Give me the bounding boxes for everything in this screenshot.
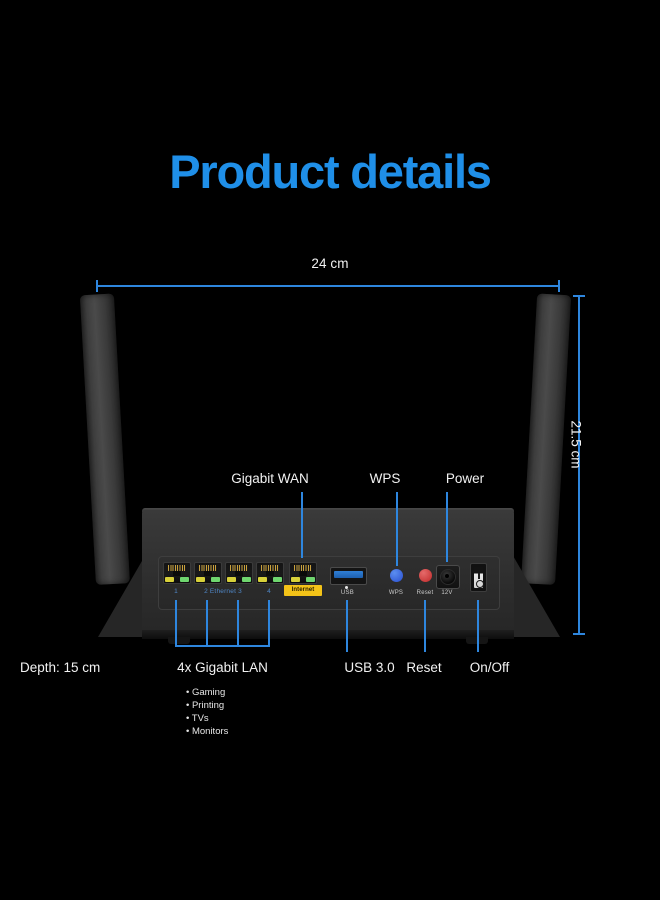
usb-3-port[interactable]: [330, 567, 367, 585]
callout-reset-label: Reset: [406, 660, 442, 675]
callout-lan-bracket: [175, 645, 270, 647]
led-green: [273, 577, 282, 582]
rj45-leds: [165, 577, 189, 582]
dc-voltage-label: 12V: [441, 590, 453, 596]
rj45-tab: [266, 571, 274, 576]
callout-onoff-line: [477, 600, 479, 652]
callout-gigabit-wan-line: [301, 492, 303, 558]
power-on-icon: [478, 573, 480, 579]
lan-port-4-number: 4: [267, 588, 271, 595]
lan-port-2[interactable]: [194, 562, 222, 584]
callout-onoff-label: On/Off: [469, 660, 510, 675]
rj45-tab: [173, 571, 181, 576]
led-yellow: [165, 577, 174, 582]
lan-port-1-number: 1: [174, 588, 178, 595]
callout-wps-line: [396, 492, 398, 566]
led-green: [242, 577, 251, 582]
page-title: Product details: [169, 145, 492, 198]
reset-silkscreen-label: Reset: [416, 590, 434, 596]
callout-lan-tick-2: [206, 600, 208, 647]
rj45-leds: [227, 577, 251, 582]
led-yellow: [291, 577, 300, 582]
wps-button[interactable]: [390, 569, 403, 582]
rj45-pins: [261, 565, 279, 571]
router-foot-left: [168, 637, 190, 644]
callout-lan-label: 4x Gigabit LAN: [177, 660, 268, 675]
rj45-leds: [291, 577, 315, 582]
led-green: [180, 577, 189, 582]
callout-usb-label: USB 3.0: [344, 660, 395, 675]
callout-lan-tick-4: [268, 600, 270, 647]
callout-lan-tick-1: [175, 600, 177, 647]
rj45-tab: [235, 571, 243, 576]
led-yellow: [227, 577, 236, 582]
width-dimension-arrow: [96, 280, 560, 292]
led-green: [211, 577, 220, 582]
router-flank-right: [512, 554, 560, 637]
router-base: [142, 630, 514, 639]
callout-reset-line: [424, 600, 426, 652]
led-yellow: [258, 577, 267, 582]
rj45-tab: [204, 571, 212, 576]
reset-button[interactable]: [419, 569, 432, 582]
ethernet-silkscreen-label: 2 Ethernet 3: [204, 588, 242, 595]
rj45-pins: [199, 565, 217, 571]
led-yellow: [196, 577, 205, 582]
list-item: • Printing: [186, 700, 225, 711]
height-dimension-arrow: [573, 295, 585, 635]
lan-port-4[interactable]: [256, 562, 284, 584]
wan-internet-port[interactable]: [289, 562, 317, 584]
router-flank-left: [98, 554, 146, 637]
usb-silkscreen-label: USB: [340, 590, 355, 596]
power-off-icon: [475, 580, 484, 588]
height-dimension-label: 21.5 cm: [568, 420, 584, 469]
rj45-leds: [196, 577, 220, 582]
antenna-left: [79, 293, 130, 585]
callout-power-label: Power: [445, 471, 485, 486]
rj45-pins: [230, 565, 248, 571]
list-item: • Monitors: [186, 726, 229, 737]
depth-label: Depth: 15 cm: [20, 660, 101, 675]
lan-use-case-list: • Gaming • Printing • TVs • Monitors: [186, 686, 346, 738]
callout-power-line: [446, 492, 448, 562]
dc-jack-pin: [445, 574, 449, 578]
rj45-leds: [258, 577, 282, 582]
width-dimension-label: 24 cm: [311, 256, 349, 271]
lan-port-3[interactable]: [225, 562, 253, 584]
usb-blue-insert: [334, 571, 363, 578]
rj45-pins: [168, 565, 186, 571]
callout-gigabit-wan-label: Gigabit WAN: [231, 471, 309, 486]
callout-lan-tick-3: [237, 600, 239, 647]
usb-indicator-dot: [345, 586, 348, 589]
antenna-right: [521, 293, 572, 585]
wps-silkscreen-label: WPS: [388, 590, 404, 596]
internet-port-badge: Internet: [284, 585, 322, 596]
dc-power-jack[interactable]: [436, 565, 460, 589]
lan-port-1[interactable]: [163, 562, 191, 584]
rj45-pins: [294, 565, 312, 571]
power-switch[interactable]: [470, 563, 487, 592]
list-item: • TVs: [186, 713, 209, 724]
rj45-tab: [299, 571, 307, 576]
callout-usb-line: [346, 600, 348, 652]
list-item: • Gaming: [186, 687, 226, 698]
led-green: [306, 577, 315, 582]
callout-wps-label: WPS: [369, 471, 401, 486]
